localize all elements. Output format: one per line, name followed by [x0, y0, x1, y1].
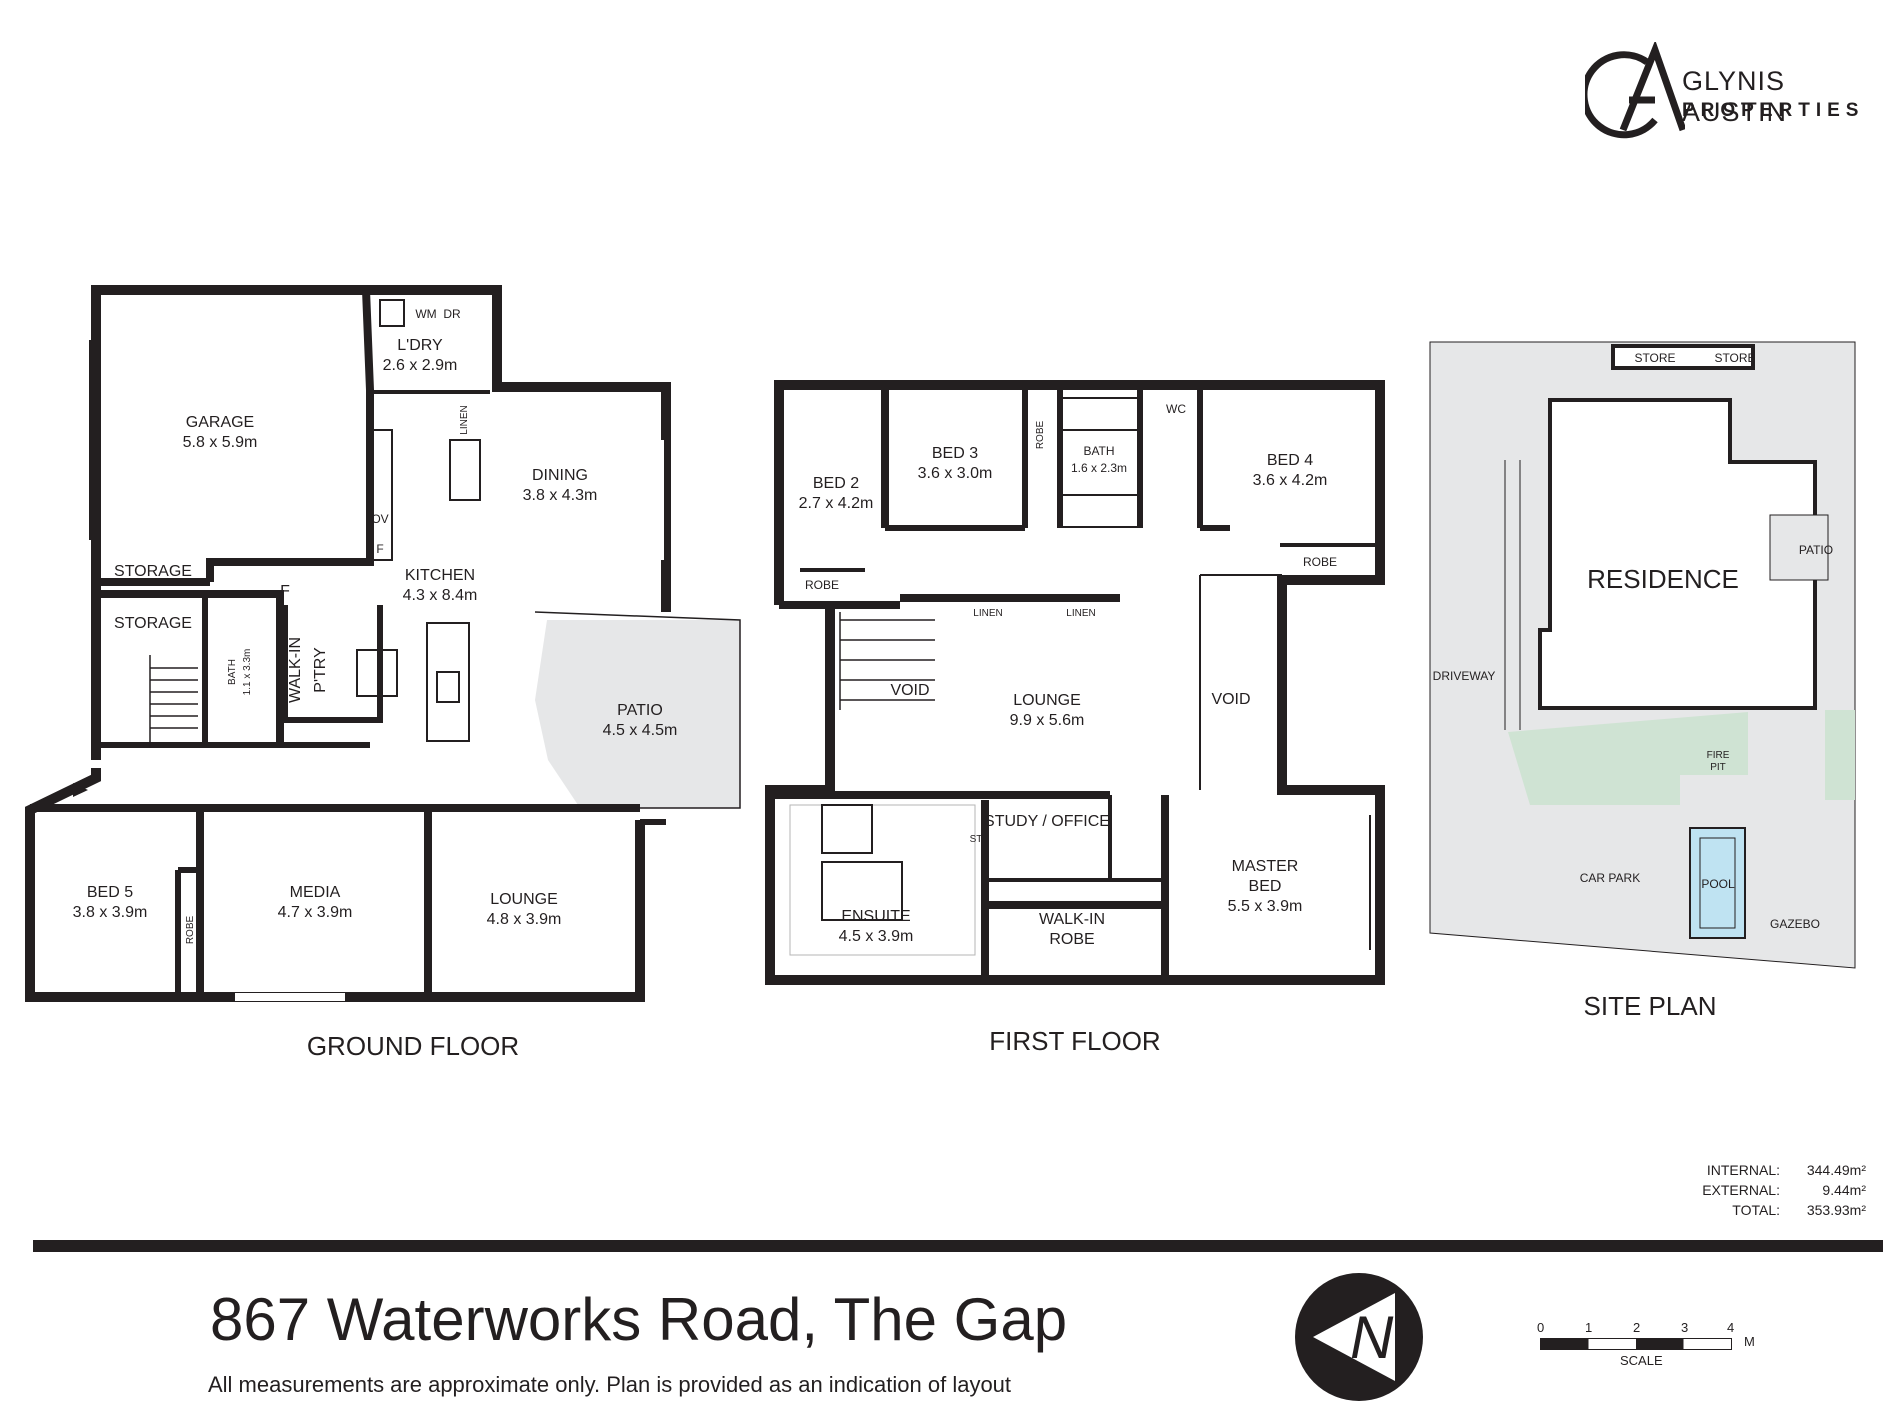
bed4-label: BED 4 — [1267, 452, 1313, 469]
bed3-robe-label: ROBE — [1035, 421, 1046, 450]
gazebo-label: GAZEBO — [1770, 917, 1820, 931]
store-label-1: STORE — [1634, 351, 1675, 365]
bed5-label: BED 5 — [87, 884, 133, 901]
ground-floor-title: GROUND FLOOR — [307, 1031, 519, 1061]
bath-first-size: 1.6 x 2.3m — [1071, 461, 1127, 475]
bed5-size: 3.8 x 3.9m — [73, 904, 148, 921]
residence-label: RESIDENCE — [1587, 564, 1739, 594]
north-compass-icon: N — [1295, 1273, 1423, 1401]
first-floor-plan — [765, 380, 1385, 985]
compass-letter: N — [1350, 1304, 1394, 1371]
dining-size: 3.8 x 4.3m — [523, 487, 598, 504]
bed3-size: 3.6 x 3.0m — [918, 465, 993, 482]
site-plan-drawing — [1429, 341, 1856, 969]
first-floor-title: FIRST FLOOR — [989, 1026, 1160, 1056]
fridge-label-pantry: F — [280, 583, 290, 600]
storage-label: STORAGE — [114, 615, 192, 632]
scale-tick-4: 4 — [1727, 1320, 1735, 1335]
pool-label: POOL — [1701, 877, 1735, 891]
fire-pit-label-1: FIRE — [1707, 750, 1730, 761]
laundry-size: 2.6 x 2.9m — [383, 357, 458, 374]
ensuite-size: 4.5 x 3.9m — [839, 928, 914, 945]
car-park-label: CAR PARK — [1580, 871, 1640, 885]
kitchen-label: KITCHEN — [405, 567, 475, 584]
lounge-first-label: LOUNGE — [1013, 692, 1081, 709]
brand-sub: PROPERTIES — [1682, 100, 1865, 121]
walkin-robe-label-2: ROBE — [1049, 931, 1094, 948]
bed2-label: BED 2 — [813, 475, 859, 492]
lounge-first-size: 9.9 x 5.6m — [1010, 712, 1085, 729]
bed4-size: 3.6 x 4.2m — [1253, 472, 1328, 489]
garage-label: GARAGE — [186, 414, 254, 431]
lounge-label: LOUNGE — [490, 891, 558, 908]
storage-label-garage: STORAGE — [114, 563, 192, 580]
brand-logo: GLYNIS AUSTIN PROPERTIES — [1585, 42, 1895, 142]
scale-tick-3: 3 — [1681, 1320, 1689, 1335]
fire-pit-label-2: PIT — [1710, 762, 1726, 773]
dryer-label: DR — [443, 307, 461, 321]
linen-first-2: LINEN — [1066, 608, 1095, 619]
brand-monogram-icon — [1585, 42, 1685, 139]
divider-bar — [33, 1240, 1883, 1252]
compass-arrow-icon — [1313, 1293, 1395, 1381]
patio-size: 4.5 x 4.5m — [603, 722, 678, 739]
laundry-label: L'DRY — [397, 337, 443, 354]
disclaimer-text: All measurements are approximate only. P… — [208, 1372, 1012, 1397]
master-bed-label-2: BED — [1249, 878, 1282, 895]
linen-first-1: LINEN — [973, 608, 1002, 619]
study-label: STUDY / OFFICE — [984, 813, 1110, 830]
scale-tick-1: 1 — [1585, 1320, 1593, 1335]
ground-floor-plan — [25, 285, 741, 1002]
dining-label: DINING — [532, 467, 588, 484]
scale-bar: 0 1 2 3 4 M SCALE — [1537, 1320, 1755, 1380]
master-bed-label-1: MASTER — [1232, 858, 1299, 875]
fridge-label: F — [376, 542, 383, 556]
lounge-size: 4.8 x 3.9m — [487, 911, 562, 928]
washing-machine-label: WM — [415, 307, 436, 321]
media-label: MEDIA — [290, 884, 341, 901]
void-stair-label: VOID — [890, 682, 929, 699]
bath-size: 1.1 x 3.3m — [242, 649, 253, 696]
brand-name: GLYNIS AUSTIN — [1682, 66, 1788, 127]
area-summary: INTERNAL:344.49m² EXTERNAL:9.44m² TOTAL:… — [1680, 1160, 1866, 1220]
scale-label: SCALE — [1620, 1353, 1663, 1368]
area-row-total: TOTAL:353.93m² — [1732, 1202, 1866, 1218]
scale-unit: M — [1744, 1334, 1755, 1349]
patio-site-label: PATIO — [1799, 543, 1833, 557]
oven-label: OV — [371, 512, 388, 526]
bed2-size: 2.7 x 4.2m — [799, 495, 874, 512]
bed2-robe-label: ROBE — [805, 578, 839, 592]
kitchen-size: 4.3 x 8.4m — [403, 587, 478, 604]
area-row-external: EXTERNAL:9.44m² — [1702, 1182, 1866, 1198]
pantry-label-2: P'TRY — [312, 647, 329, 693]
property-address: 867 Waterworks Road, The Gap — [210, 1286, 1068, 1353]
patio-label: PATIO — [617, 702, 663, 719]
bath-first-label: BATH — [1083, 444, 1114, 458]
garage-size: 5.8 x 5.9m — [183, 434, 258, 451]
site-plan-title: SITE PLAN — [1584, 991, 1717, 1021]
store-label-2: STORE — [1714, 351, 1755, 365]
bed3-label: BED 3 — [932, 445, 978, 462]
linen-label: LINEN — [459, 405, 470, 434]
bed4-robe-label: ROBE — [1303, 555, 1337, 569]
scale-tick-2: 2 — [1633, 1320, 1641, 1335]
walkin-robe-label-1: WALK-IN — [1039, 911, 1105, 928]
wc-label: WC — [1166, 402, 1186, 416]
master-bed-size: 5.5 x 3.9m — [1228, 898, 1303, 915]
scale-tick-0: 0 — [1537, 1320, 1545, 1335]
area-row-internal: INTERNAL:344.49m² — [1706, 1162, 1866, 1178]
st-label: ST — [970, 834, 983, 845]
robe-label: ROBE — [185, 916, 196, 945]
void-label: VOID — [1211, 691, 1250, 708]
media-size: 4.7 x 3.9m — [278, 904, 353, 921]
driveway-label: DRIVEWAY — [1433, 669, 1496, 683]
ensuite-label: ENSUITE — [841, 908, 910, 925]
bath-label: BATH — [227, 659, 238, 685]
pantry-label-1: WALK-IN — [287, 637, 304, 703]
